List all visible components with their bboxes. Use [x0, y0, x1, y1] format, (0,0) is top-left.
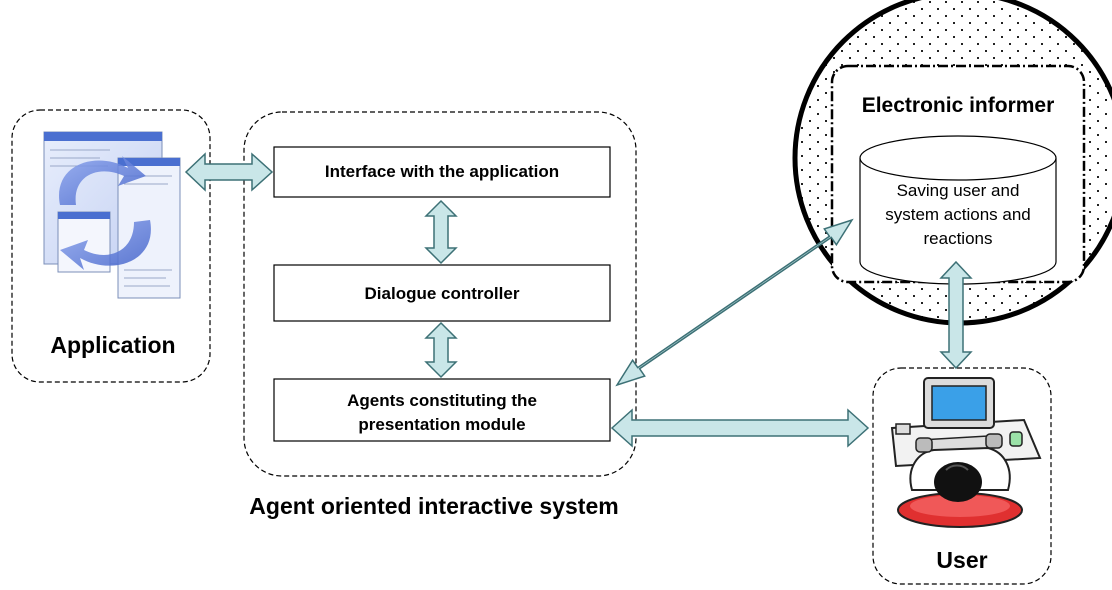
interactive-system-container — [243, 111, 637, 477]
arrow-interface-dialogue — [424, 199, 458, 265]
storage-line-3: reactions — [924, 229, 993, 248]
user-at-computer-icon — [890, 377, 1042, 528]
storage-line-1: Saving user and — [897, 181, 1020, 200]
arrow-agents-user — [610, 408, 870, 448]
database-cylinder-icon — [859, 135, 1057, 285]
agents-presentation-box: Agents constituting the presentation mod… — [273, 378, 611, 442]
user-container — [872, 367, 1052, 585]
arrow-application-interface — [184, 152, 274, 192]
svg-text:Dialogue controller: Dialogue controller — [365, 284, 520, 303]
arrow-informer-user — [939, 260, 973, 370]
svg-text:Agents constituting the: Agents constituting the — [347, 391, 537, 410]
arrow-agents-informer — [615, 218, 854, 387]
svg-text:presentation module: presentation module — [358, 415, 525, 434]
electronic-informer-title: Electronic informer — [862, 94, 1055, 117]
dialogue-controller-box: Dialogue controller — [273, 264, 611, 322]
user-label: User — [936, 547, 987, 573]
interface-with-application-box: Interface with the application — [273, 146, 611, 198]
storage-line-2: system actions and — [885, 205, 1031, 224]
application-label: Application — [50, 332, 175, 358]
application-container — [11, 109, 211, 383]
application-window-icon — [43, 131, 181, 299]
arrow-dialogue-agents — [424, 321, 458, 379]
interactive-system-caption: Agent oriented interactive system — [249, 493, 618, 519]
svg-text:Interface with the application: Interface with the application — [325, 162, 559, 181]
